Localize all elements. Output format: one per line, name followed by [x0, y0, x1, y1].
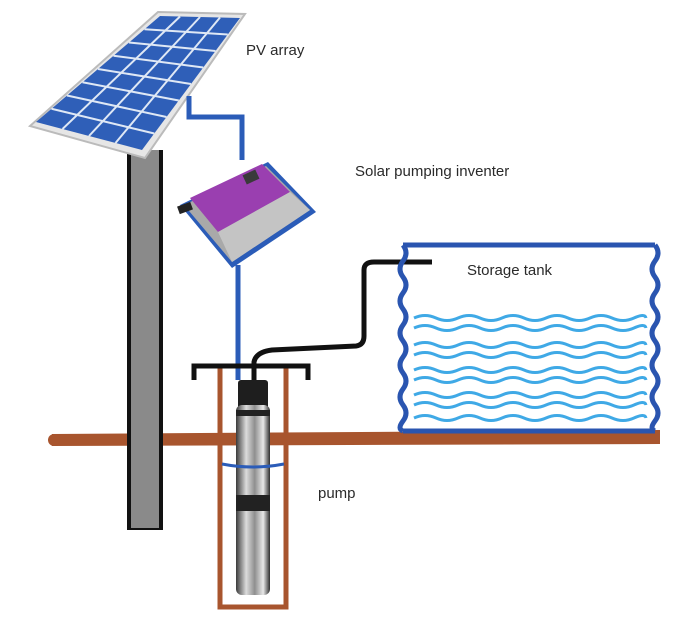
water-wave — [413, 366, 648, 374]
panel-grid-line — [113, 54, 204, 69]
inverter-label: Solar pumping inventer — [355, 163, 510, 180]
submersible-pump — [236, 380, 270, 595]
water-wave — [413, 376, 648, 384]
water-wave — [413, 341, 648, 349]
panel-grid-line — [97, 68, 192, 85]
panel-grid-line — [51, 107, 155, 135]
panel-grid-line — [82, 81, 179, 102]
pv-array-label: PV array — [246, 42, 305, 59]
pump-label: pump — [318, 485, 356, 502]
panel-grid-line — [128, 41, 216, 52]
wellhead-cap — [191, 363, 311, 380]
inverter-device — [177, 162, 316, 268]
panel-pole — [127, 150, 163, 530]
water-wave — [413, 391, 648, 399]
water-wave — [413, 401, 648, 409]
water-wave — [413, 351, 648, 359]
solar-panel — [27, 10, 247, 160]
storage-tank-label: Storage tank — [467, 262, 553, 279]
water-wave — [413, 324, 648, 332]
well-casing — [217, 365, 289, 610]
ground-line — [52, 430, 660, 446]
outlet-pipe — [251, 259, 432, 380]
storage-tank — [397, 242, 661, 434]
water-wave — [413, 414, 648, 422]
panel-grid-line — [66, 94, 167, 118]
pump-clamp — [221, 462, 285, 469]
panel-grid-line — [144, 28, 228, 36]
water-wave — [413, 314, 648, 322]
ground-line-left-cap — [48, 434, 60, 446]
panel-to-inverter-wire — [186, 96, 245, 160]
